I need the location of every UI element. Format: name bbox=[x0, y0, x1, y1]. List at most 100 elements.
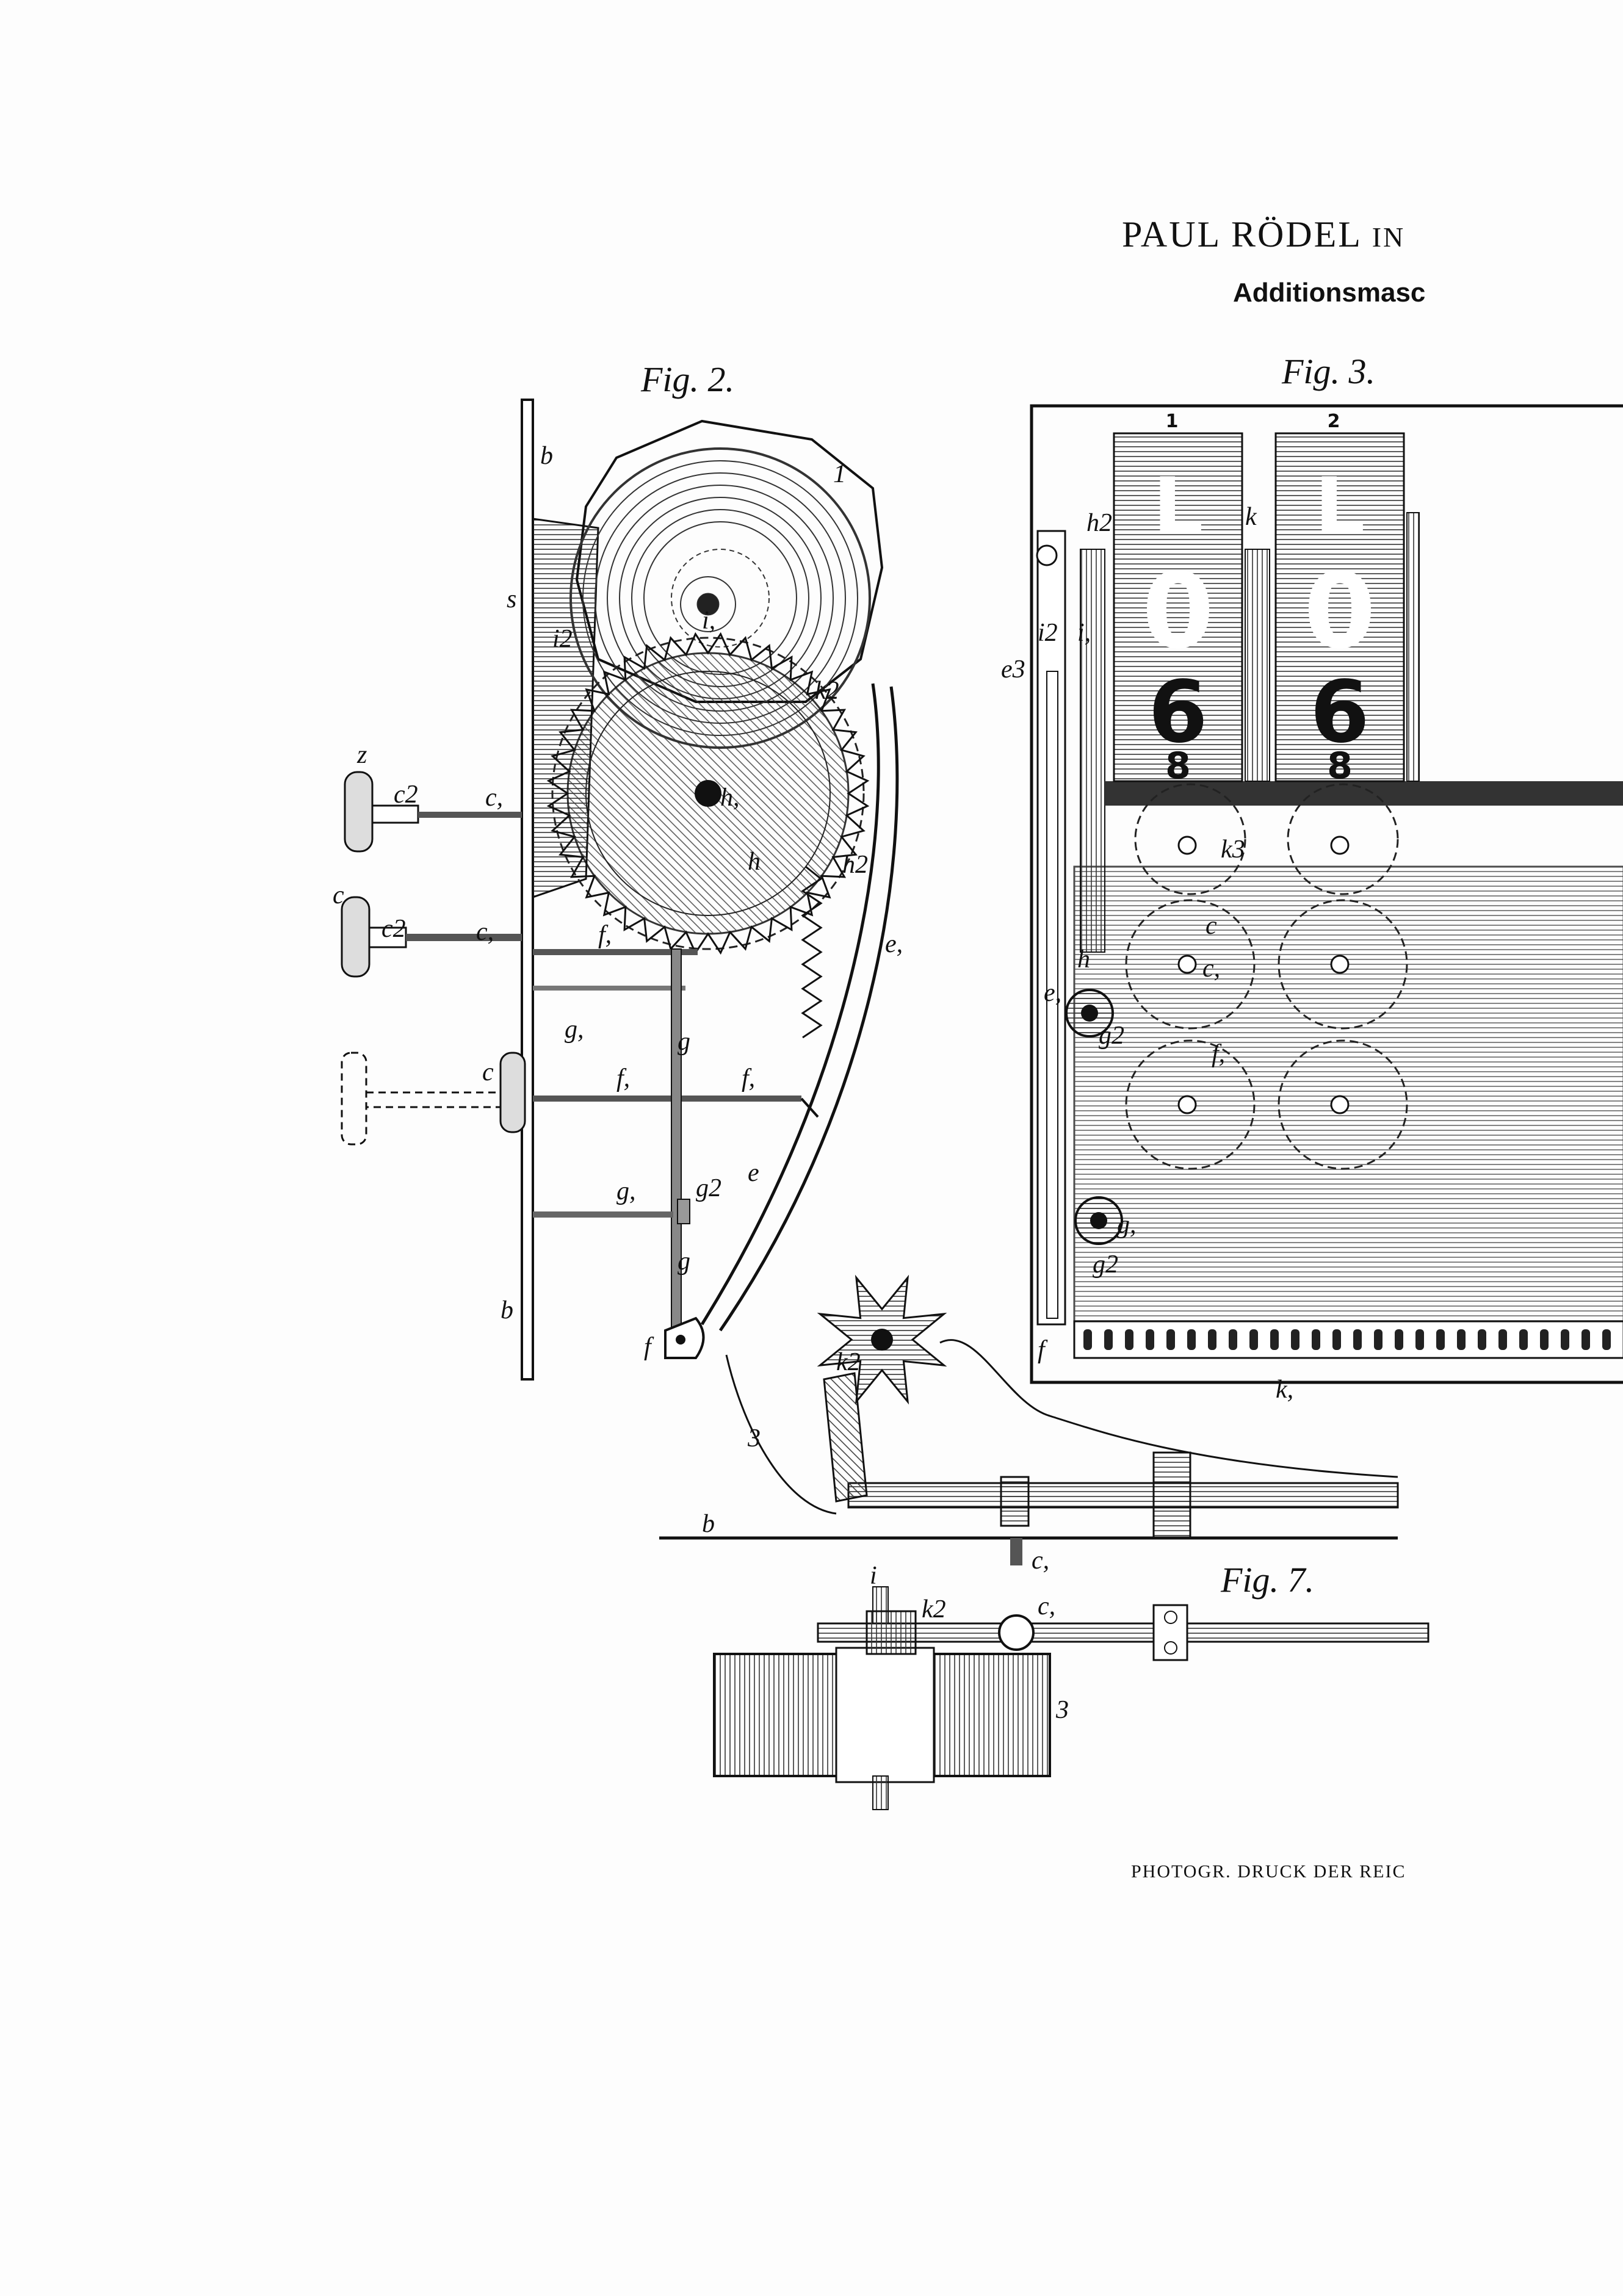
key-slot bbox=[1478, 1329, 1486, 1350]
label-g2: g2 bbox=[696, 1174, 721, 1202]
lower-rod bbox=[533, 1211, 673, 1218]
label-1: 1 bbox=[833, 460, 846, 488]
fig3-dashed-wheels bbox=[1125, 783, 1408, 1170]
label-g1-top: g, bbox=[565, 1016, 584, 1044]
label-f: f bbox=[644, 1333, 654, 1361]
key-slot bbox=[1374, 1329, 1383, 1350]
figure-7-label: Fig. 7. bbox=[1221, 1560, 1315, 1600]
label-k2-lower: k2 bbox=[836, 1348, 861, 1376]
key-slot bbox=[1457, 1329, 1466, 1350]
label-h2: h2 bbox=[842, 851, 868, 879]
key-slot bbox=[1083, 1329, 1092, 1350]
label-i1: i, bbox=[702, 607, 715, 635]
key-slot bbox=[1602, 1329, 1611, 1350]
label-k1-fig3: k, bbox=[1276, 1376, 1293, 1404]
lower-mechanism: b k2 c, bbox=[659, 1274, 1399, 1575]
wheel-2-number: 2 bbox=[1328, 411, 1340, 432]
label-c-fig3: c bbox=[1206, 912, 1217, 940]
fig3-crossbar bbox=[1105, 781, 1623, 806]
key-slot bbox=[1519, 1329, 1528, 1350]
curved-lever-outer bbox=[700, 683, 880, 1326]
counter-wheel-2: 2 L 0 6 8 bbox=[1274, 411, 1405, 787]
star-wheel-hub bbox=[871, 1329, 893, 1351]
label-e: e bbox=[748, 1159, 759, 1187]
fig3-outer-frame bbox=[1030, 404, 1623, 1384]
label-b-bottom: b bbox=[501, 1296, 513, 1324]
label-k2-fig7: k2 bbox=[922, 1595, 946, 1623]
figure-3-label: Fig. 3. bbox=[1282, 352, 1376, 391]
label-c1-fig7: c, bbox=[1038, 1592, 1055, 1620]
label-f1-right: f, bbox=[742, 1064, 755, 1092]
label-k3: k3 bbox=[1221, 836, 1245, 864]
label-i2: i2 bbox=[552, 625, 573, 653]
label-c1-lower: c, bbox=[1032, 1547, 1049, 1575]
key-slot bbox=[1415, 1329, 1424, 1350]
figure-2: b s 1 i, i2 h, h h2 k2 e, e z c2 c, c c2… bbox=[333, 399, 903, 1453]
label-h-fig3: h bbox=[1077, 945, 1090, 973]
wheel-2-digit-6: 6 bbox=[1310, 663, 1369, 762]
wheel-1-number: 1 bbox=[1166, 411, 1179, 432]
return-spring bbox=[801, 865, 823, 1039]
curved-lever-inner bbox=[718, 686, 899, 1332]
label-g2-fig3: g2 bbox=[1099, 1022, 1124, 1050]
label-g-bottom: g bbox=[678, 1247, 690, 1276]
key-slot bbox=[1146, 1329, 1154, 1350]
label-c-mid: c bbox=[333, 881, 344, 909]
fig7-collar bbox=[998, 1614, 1035, 1651]
key-slot bbox=[1125, 1329, 1133, 1350]
label-i2-fig3: i2 bbox=[1038, 619, 1058, 647]
key-slot bbox=[1353, 1329, 1362, 1350]
frame-plate bbox=[521, 399, 534, 1381]
figure-3: 1 L 0 6 8 2 L 0 6 8 bbox=[1001, 404, 1623, 1404]
label-e1: e, bbox=[885, 930, 903, 958]
key-knob-bottom bbox=[341, 1052, 819, 1146]
fig7-gear-k2 bbox=[866, 1610, 917, 1655]
key-slot bbox=[1498, 1329, 1507, 1350]
inventor-name: PAUL RÖDEL IN bbox=[1122, 214, 1405, 256]
fig7-axle-bottom bbox=[872, 1775, 889, 1810]
fig3-screws bbox=[1036, 544, 1350, 1114]
label-b-lower: b bbox=[702, 1510, 715, 1538]
label-i-fig7: i bbox=[870, 1562, 877, 1590]
label-h1: h, bbox=[720, 784, 740, 812]
key-slot bbox=[1104, 1329, 1113, 1350]
drum-housing bbox=[575, 419, 884, 703]
fig3-key-row bbox=[1073, 1320, 1623, 1359]
screw-g2 bbox=[677, 1199, 690, 1224]
wheel-1-digit-8: 8 bbox=[1165, 745, 1191, 787]
bearing-block bbox=[1000, 1476, 1030, 1527]
inventor-name-text: PAUL RÖDEL bbox=[1122, 214, 1361, 255]
label-h2-fig3: h2 bbox=[1086, 509, 1112, 537]
inventor-name-suffix: IN bbox=[1372, 222, 1406, 253]
wheel-2-digit-l: L bbox=[1315, 460, 1365, 553]
fig3-base-plate bbox=[1073, 865, 1623, 1332]
fig7-bearing bbox=[1152, 1604, 1188, 1661]
label-i1-fig3: i, bbox=[1077, 619, 1091, 647]
label-c1-top: c, bbox=[485, 784, 503, 812]
ratchet-teeth bbox=[546, 632, 870, 955]
figure-7: i k2 c, 3 bbox=[713, 1562, 1430, 1810]
key-knob-middle bbox=[341, 896, 698, 991]
fig7-shaft bbox=[817, 1622, 1430, 1643]
label-s: s bbox=[507, 585, 516, 613]
ratchet-teeth-outline bbox=[546, 632, 870, 955]
label-c2-top: c2 bbox=[394, 781, 418, 809]
label-c-bottom: c bbox=[482, 1058, 494, 1086]
fig3-middle-rack bbox=[1245, 549, 1270, 782]
label-c2-mid: c2 bbox=[381, 915, 406, 943]
label-e1-fig3: e, bbox=[1044, 979, 1061, 1007]
key-slot bbox=[1312, 1329, 1320, 1350]
bearing-block-right bbox=[1152, 1451, 1191, 1539]
key-slot bbox=[1581, 1329, 1590, 1350]
wheel-2-digit-0: 0 bbox=[1304, 551, 1376, 672]
label-h: h bbox=[748, 848, 761, 876]
counter-wheel-1: 1 L 0 6 8 bbox=[1113, 411, 1243, 787]
label-z: z bbox=[356, 741, 367, 769]
key-slot bbox=[1291, 1329, 1299, 1350]
wheel-1-digit-6: 6 bbox=[1148, 663, 1207, 762]
wheel-2-digit-8: 8 bbox=[1327, 745, 1353, 787]
cord bbox=[939, 1339, 1398, 1478]
label-e3: e3 bbox=[1001, 655, 1025, 684]
label-g1-bottom: g, bbox=[616, 1177, 636, 1205]
